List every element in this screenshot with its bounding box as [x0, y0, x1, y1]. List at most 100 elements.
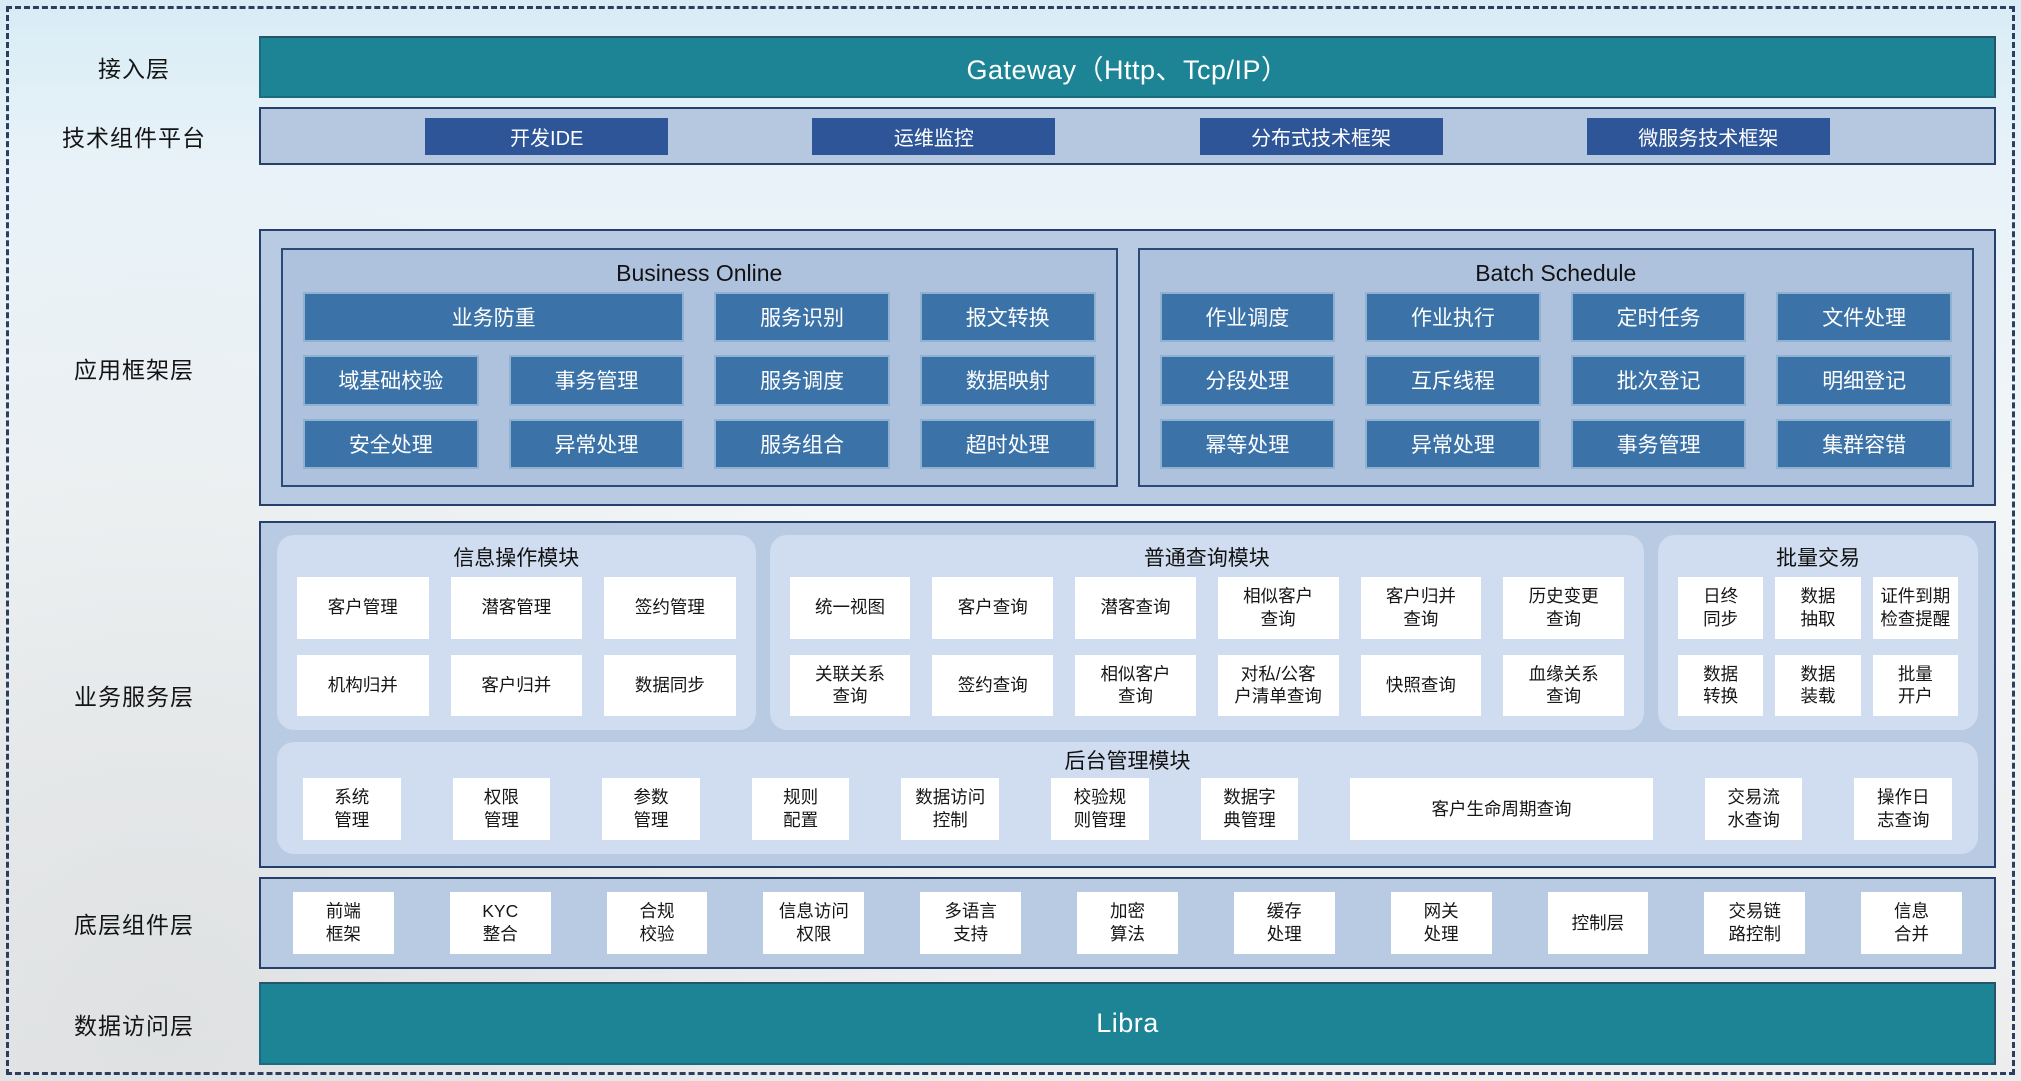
- admin-block: 规则 配置: [751, 778, 850, 840]
- general-query-module: 普通查询模块 统一视图客户查询潜客查询相似客户 查询客户归并 查询历史变更 查询…: [769, 535, 1644, 730]
- tech-component-block: 微服务技术框架: [1586, 117, 1830, 155]
- layer-label-business-service: 业务服务层: [74, 683, 194, 710]
- base-component-block: 信息访问 权限: [763, 892, 865, 954]
- service-block: 数据同步: [604, 654, 736, 716]
- service-block: 批量 开户: [1872, 654, 1958, 716]
- batch-transaction-module: 批量交易 日终 同步数据 抽取证件到期 检查提醒数据 转换数据 装载批量 开户: [1658, 535, 1978, 730]
- framework-block: 服务识别: [714, 292, 890, 343]
- business-service-container: 信息操作模块 客户管理潜客管理签约管理机构归并客户归并数据同步 普通查询模块 统…: [259, 521, 1996, 868]
- base-component-block: 交易链 路控制: [1704, 892, 1806, 954]
- framework-block: 安全处理: [303, 418, 479, 469]
- service-block: 数据 转换: [1678, 654, 1764, 716]
- layer-business-service: 业务服务层 信息操作模块 客户管理潜客管理签约管理机构归并客户归并数据同步 普通…: [9, 521, 1996, 868]
- framework-block: 定时任务: [1570, 292, 1747, 343]
- service-block: 统一视图: [789, 577, 911, 639]
- framework-block: 超时处理: [919, 418, 1096, 469]
- admin-block: 系统 管理: [303, 778, 401, 840]
- business-online-panel: Business Online 业务防重服务识别报文转换域基础校验事务管理服务调…: [281, 248, 1118, 487]
- base-component-block: KYC 整合: [449, 892, 551, 954]
- app-framework-container: Business Online 业务防重服务识别报文转换域基础校验事务管理服务调…: [259, 229, 1996, 506]
- base-component-block: 合规 校验: [606, 892, 708, 954]
- layer-label-tech-platform: 技术组件平台: [62, 125, 206, 151]
- service-block: 客户查询: [932, 577, 1054, 639]
- service-block: 潜客查询: [1075, 577, 1196, 639]
- service-block: 数据 装载: [1775, 654, 1861, 716]
- admin-block: 权限 管理: [452, 778, 551, 840]
- service-block: 签约查询: [932, 654, 1054, 716]
- base-component-block: 加密 算法: [1077, 892, 1178, 954]
- service-block: 客户归并: [450, 654, 583, 716]
- libra-bar: Libra: [259, 982, 1996, 1065]
- batch-schedule-panel: Batch Schedule 作业调度作业执行定时任务文件处理分段处理互斥线程批…: [1137, 248, 1974, 487]
- business-online-title: Business Online: [616, 260, 783, 286]
- base-component-block: 缓存 处理: [1233, 892, 1335, 954]
- admin-block: 数据字 典管理: [1200, 778, 1299, 840]
- batch-schedule-title: Batch Schedule: [1475, 260, 1637, 286]
- layer-data-access: 数据访问层 Libra: [9, 982, 1996, 1065]
- framework-block: 域基础校验: [303, 355, 479, 406]
- service-block: 客户管理: [297, 577, 429, 639]
- admin-block: 数据访问 控制: [901, 778, 1000, 840]
- service-block: 日终 同步: [1678, 577, 1764, 639]
- service-block: 关联关系 查询: [789, 654, 911, 716]
- admin-module-grid: 系统 管理权限 管理参数 管理规则 配置数据访问 控制校验规 则管理数据字 典管…: [303, 778, 1953, 840]
- framework-block: 作业调度: [1159, 292, 1336, 343]
- batch-transaction-title: 批量交易: [1775, 547, 1860, 570]
- batch-transaction-grid: 日终 同步数据 抽取证件到期 检查提醒数据 转换数据 装载批量 开户: [1678, 577, 1958, 716]
- service-block: 对私/公客 户清单查询: [1217, 654, 1339, 716]
- service-block: 签约管理: [604, 577, 736, 639]
- service-block: 潜客管理: [450, 577, 583, 639]
- admin-block: 参数 管理: [602, 778, 700, 840]
- general-query-grid: 统一视图客户查询潜客查询相似客户 查询客户归并 查询历史变更 查询关联关系 查询…: [789, 577, 1624, 716]
- service-block: 血缘关系 查询: [1503, 654, 1624, 716]
- base-component-block: 信息 合并: [1861, 892, 1962, 954]
- tech-component-block: 运维监控: [812, 117, 1056, 155]
- framework-block: 文件处理: [1776, 292, 1952, 343]
- framework-block: 事务管理: [508, 355, 685, 406]
- layer-label-app-framework: 应用框架层: [74, 356, 194, 383]
- framework-block: 业务防重: [303, 292, 685, 343]
- service-block: 证件到期 检查提醒: [1872, 577, 1958, 639]
- layer-label-data-access: 数据访问层: [74, 1012, 194, 1039]
- framework-block: 事务管理: [1570, 418, 1747, 469]
- admin-block: 客户生命周期查询: [1350, 778, 1653, 840]
- batch-schedule-grid: 作业调度作业执行定时任务文件处理分段处理互斥线程批次登记明细登记幂等处理异常处理…: [1159, 292, 1952, 469]
- framework-block: 服务调度: [714, 355, 890, 406]
- service-modules-row: 信息操作模块 客户管理潜客管理签约管理机构归并客户归并数据同步 普通查询模块 统…: [277, 535, 1978, 730]
- layer-access: 接入层 Gateway（Http、Tcp/IP）: [9, 36, 1996, 98]
- admin-block: 操作日 志查询: [1854, 778, 1953, 840]
- business-online-grid: 业务防重服务识别报文转换域基础校验事务管理服务调度数据映射安全处理异常处理服务组…: [303, 292, 1096, 469]
- base-component-block: 网关 处理: [1390, 892, 1492, 954]
- framework-block: 集群容错: [1776, 418, 1952, 469]
- framework-block: 批次登记: [1570, 355, 1747, 406]
- tech-component-block: 开发IDE: [425, 117, 669, 155]
- admin-module-title: 后台管理模块: [1064, 750, 1191, 773]
- service-block: 机构归并: [297, 654, 429, 716]
- service-block: 快照查询: [1360, 654, 1482, 716]
- framework-block: 服务组合: [714, 418, 890, 469]
- admin-module: 后台管理模块 系统 管理权限 管理参数 管理规则 配置数据访问 控制校验规 则管…: [277, 742, 1978, 854]
- framework-block: 幂等处理: [1159, 418, 1336, 469]
- framework-block: 异常处理: [1365, 418, 1541, 469]
- layer-base-component: 底层组件层 前端 框架 KYC 整合合规 校验信息访问 权限多语言 支持加密 算法…: [9, 877, 1996, 969]
- framework-block: 报文转换: [919, 292, 1096, 343]
- base-components-panel: 前端 框架 KYC 整合合规 校验信息访问 权限多语言 支持加密 算法缓存 处理网…: [259, 877, 1996, 969]
- framework-block: 作业执行: [1365, 292, 1541, 343]
- layer-label-access: 接入层: [98, 56, 170, 82]
- base-component-block: 前端 框架: [293, 892, 394, 954]
- base-component-block: 控制层: [1547, 892, 1649, 954]
- base-component-block: 多语言 支持: [920, 892, 1022, 954]
- service-block: 相似客户 查询: [1217, 577, 1339, 639]
- gateway-bar: Gateway（Http、Tcp/IP）: [259, 36, 1996, 98]
- framework-block: 互斥线程: [1365, 355, 1541, 406]
- layer-label-base-component: 底层组件层: [74, 912, 194, 938]
- framework-block: 数据映射: [919, 355, 1096, 406]
- framework-block: 明细登记: [1776, 355, 1952, 406]
- info-operation-title: 信息操作模块: [453, 547, 580, 570]
- architecture-diagram: 接入层 Gateway（Http、Tcp/IP） 技术组件平台 开发IDE 运维监…: [6, 6, 2015, 1075]
- admin-block: 交易流 水查询: [1704, 778, 1803, 840]
- layer-app-framework: 应用框架层 Business Online 业务防重服务识别报文转换域基础校验事…: [9, 229, 1996, 506]
- general-query-title: 普通查询模块: [1143, 547, 1270, 570]
